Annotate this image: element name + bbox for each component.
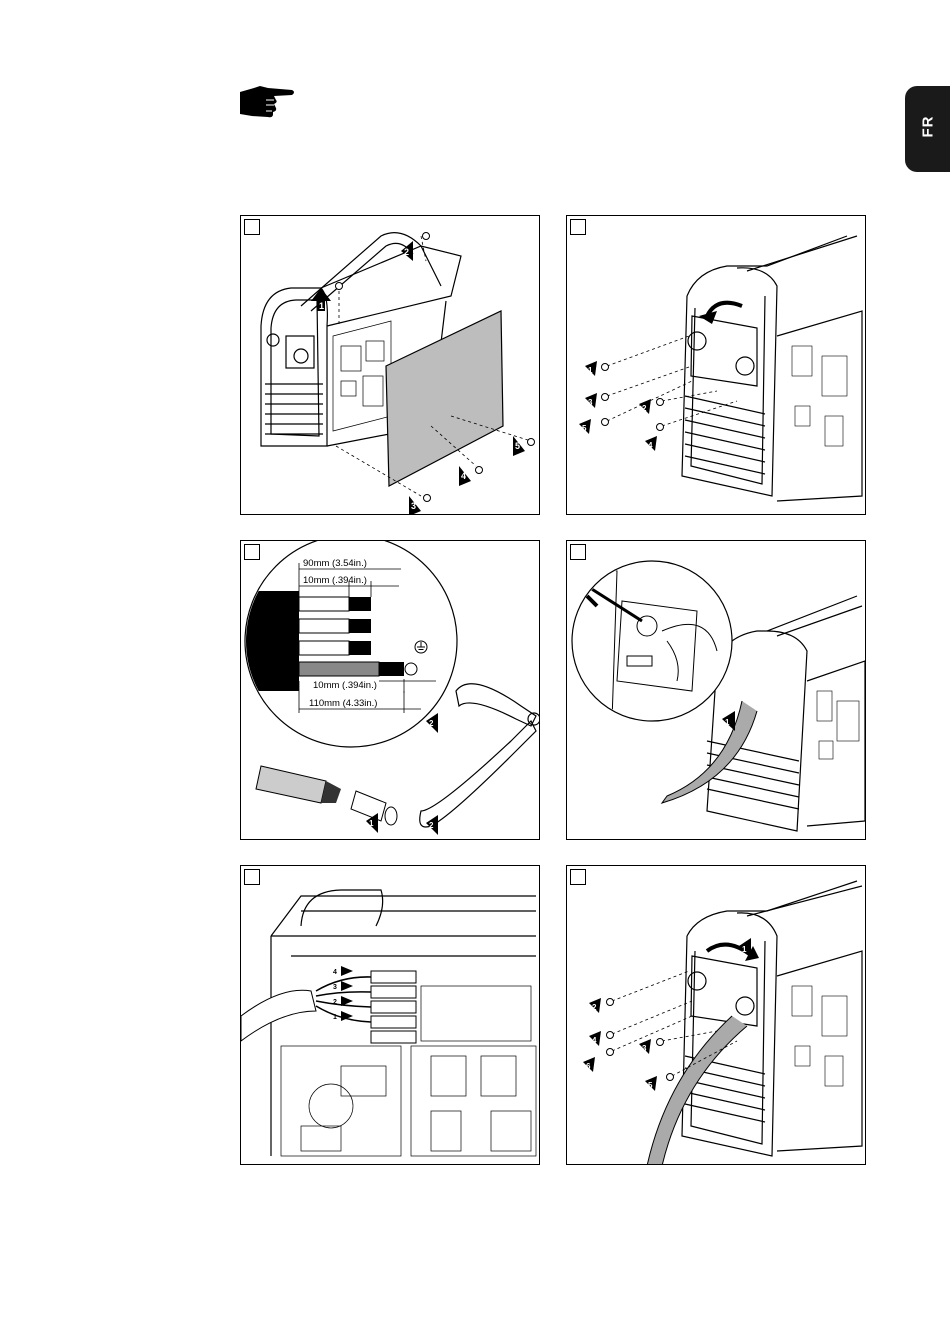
callout-label: 4 (648, 441, 653, 450)
callout-label: 4 (461, 471, 466, 481)
callout-label: 2 (429, 821, 434, 830)
callout-label: 6 (586, 1062, 591, 1071)
step-4-panel: 1 (566, 540, 866, 840)
step-2-panel: 1 3 5 2 4 (566, 215, 866, 515)
dimension-total-strip: 90mm (3.54in.) (303, 558, 367, 569)
callout-label: 1 (319, 301, 324, 311)
step-4-illustration: 1 (567, 541, 866, 840)
callout-label: 1 (742, 945, 747, 954)
callout-label: 1 (588, 366, 593, 375)
dimension-wire-strip: 10mm (.394in.) (303, 575, 367, 586)
callout-label: 4 (592, 1036, 597, 1045)
step-6-panel: 1 2 4 6 3 5 (566, 865, 866, 1165)
step-5-illustration: 4 3 2 1 (241, 866, 540, 1165)
step-checkbox (244, 219, 260, 235)
step-6-illustration: 1 2 4 6 3 5 (567, 866, 866, 1165)
callout-label: 3 (642, 1044, 647, 1053)
step-checkbox (244, 544, 260, 560)
step-checkbox (570, 219, 586, 235)
step-3-panel: 90mm (3.54in.) 10mm (.394in.) 10mm (.394… (240, 540, 540, 840)
step-3-illustration: 90mm (3.54in.) 10mm (.394in.) 10mm (.394… (241, 541, 540, 840)
step-checkbox (244, 869, 260, 885)
dimension-ground-strip: 10mm (.394in.) (313, 680, 377, 691)
step-2-illustration: 1 3 5 2 4 (567, 216, 866, 515)
dimension-ground-total: 110mm (4.33in.) (309, 698, 377, 709)
callout-label: 5 (515, 441, 520, 451)
step-checkbox (570, 544, 586, 560)
callout-label: 5 (648, 1081, 653, 1090)
step-1-illustration: 1 2 3 4 5 (241, 216, 540, 515)
callout-label: 1 (725, 718, 730, 727)
callout-label: 2 (404, 247, 409, 257)
callout-label: 3 (333, 984, 337, 991)
language-tab: FR (905, 86, 950, 172)
step-1-panel: 1 2 3 4 5 (240, 215, 540, 515)
callout-label: 5 (582, 424, 587, 433)
callout-label: 3 (411, 501, 416, 511)
callout-label: 4 (333, 969, 337, 976)
step-5-panel: 4 3 2 1 (240, 865, 540, 1165)
language-tab-label: FR (920, 116, 937, 138)
step-checkbox (570, 869, 586, 885)
callout-label: 2 (333, 999, 337, 1006)
callout-label: 2 (429, 719, 434, 728)
callout-label: 1 (369, 819, 374, 828)
callout-label: 2 (592, 1003, 597, 1012)
callout-label: 2 (642, 404, 647, 413)
callout-label: 1 (333, 1014, 337, 1021)
callout-label: 3 (588, 398, 593, 407)
pointing-hand-icon (238, 84, 298, 120)
